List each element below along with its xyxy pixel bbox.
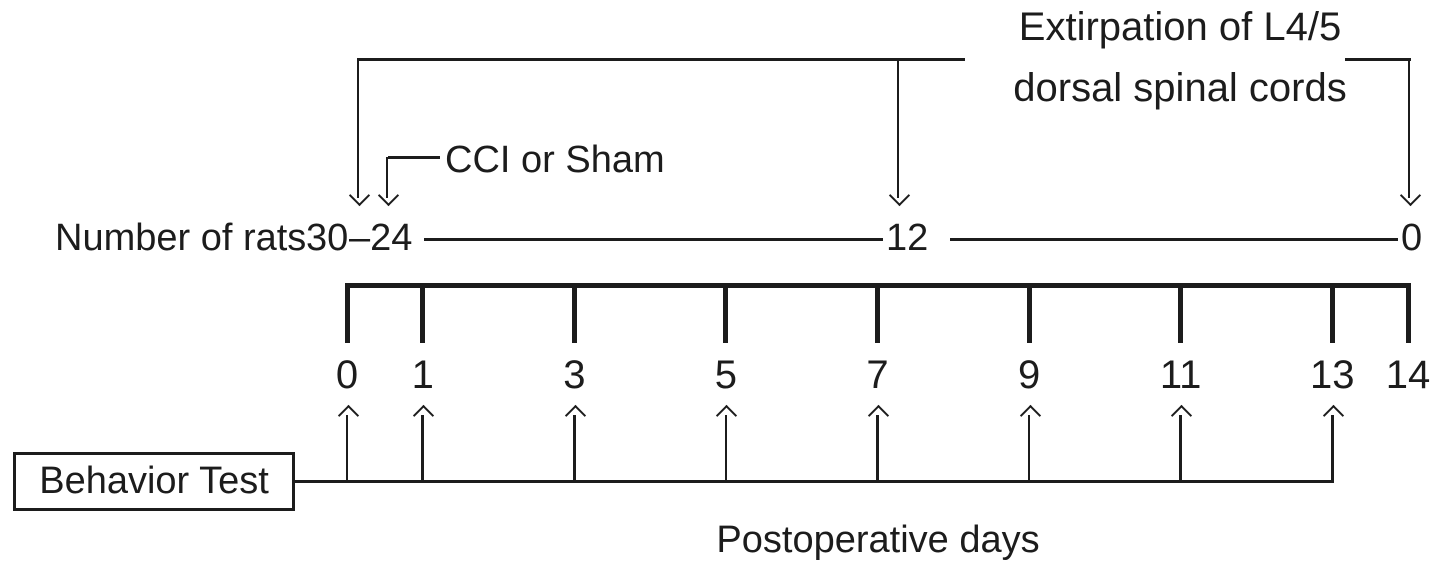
arrow-shaft bbox=[385, 157, 389, 198]
timeline-tick bbox=[1026, 283, 1032, 343]
arrow-shaft bbox=[724, 415, 728, 483]
arrow-head bbox=[1399, 184, 1421, 207]
rats-count-after-first-extirpation: 12 bbox=[886, 217, 929, 259]
timeline-tick bbox=[723, 283, 729, 343]
rats-count-final: 0 bbox=[1401, 217, 1423, 259]
rats-count-after-cci: –24 bbox=[349, 216, 412, 260]
arrow-shaft bbox=[345, 415, 349, 483]
behavior-test-up-arrow-icon bbox=[564, 403, 586, 483]
rats-line-segment-2 bbox=[950, 238, 1398, 241]
cci-elbow-line bbox=[388, 156, 440, 159]
arrow-shaft bbox=[1027, 415, 1031, 483]
extirpation-bracket-line-right bbox=[1345, 58, 1411, 61]
cci-or-sham-label: CCI or Sham bbox=[445, 139, 665, 181]
behavior-test-up-arrow-icon bbox=[337, 403, 359, 483]
behavior-test-up-arrow-icon bbox=[716, 403, 738, 483]
rats-count-initial: 30 bbox=[306, 217, 349, 259]
arrow-shaft bbox=[356, 59, 360, 198]
arrow-head bbox=[1019, 404, 1041, 427]
postoperative-days-caption: Postoperative days bbox=[716, 519, 1040, 561]
number-of-rats-label: Number of rats bbox=[55, 217, 307, 259]
arrow-head bbox=[377, 184, 399, 207]
timeline-tick bbox=[344, 283, 350, 343]
arrow-shaft bbox=[1407, 59, 1411, 198]
arrow-head bbox=[564, 404, 586, 427]
rats-count-after-cci-value: 24 bbox=[370, 217, 413, 259]
timeline-day-label: 3 bbox=[563, 353, 586, 397]
extirpation-mid-down-arrow-icon bbox=[888, 59, 910, 208]
rats-line-segment-1 bbox=[424, 238, 883, 241]
arrow-shaft bbox=[876, 415, 879, 483]
timeline-tick bbox=[1178, 283, 1184, 343]
arrow-head bbox=[867, 404, 890, 427]
extirpation-label-line2: dorsal spinal cords bbox=[1013, 66, 1347, 110]
timeline-tick bbox=[1405, 283, 1411, 343]
timeline-tick bbox=[571, 283, 577, 343]
behavior-test-box: Behavior Test bbox=[13, 452, 295, 511]
timeline-tick bbox=[875, 283, 880, 343]
arrow-shaft bbox=[1179, 415, 1182, 483]
extirpation-start-down-arrow-icon bbox=[348, 59, 370, 208]
timeline-day-label: 5 bbox=[714, 353, 738, 397]
arrow-shaft bbox=[896, 59, 900, 198]
arrow-head bbox=[348, 184, 370, 207]
arrow-head bbox=[716, 404, 738, 427]
arrow-head bbox=[1171, 404, 1193, 427]
behavior-test-connector-line bbox=[294, 480, 1334, 483]
timeline-tick bbox=[1329, 283, 1335, 343]
arrow-head bbox=[337, 404, 359, 427]
arrow-shaft bbox=[573, 415, 576, 483]
extirpation-end-down-arrow-icon bbox=[1399, 59, 1421, 208]
behavior-test-up-arrow-icon bbox=[413, 403, 435, 483]
cci-down-arrow-icon bbox=[377, 157, 399, 208]
behavior-test-up-arrow-icon bbox=[1019, 403, 1041, 483]
behavior-test-label: Behavior Test bbox=[39, 460, 269, 502]
arrow-shaft bbox=[421, 415, 425, 483]
timeline-day-label: 1 bbox=[411, 353, 434, 397]
extirpation-label-line1: Extirpation of L4/5 bbox=[1018, 5, 1342, 49]
arrow-shaft bbox=[1330, 415, 1334, 483]
arrow-head bbox=[413, 404, 435, 427]
timeline-tick bbox=[420, 283, 426, 343]
arrow-head bbox=[888, 184, 910, 207]
arrow-head bbox=[1322, 404, 1344, 427]
timeline-day-label: 0 bbox=[335, 353, 359, 397]
timeline-day-label: 13 bbox=[1309, 353, 1355, 397]
timeline-day-label: 7 bbox=[866, 353, 889, 397]
behavior-test-up-arrow-icon bbox=[867, 403, 890, 483]
behavior-test-up-arrow-icon bbox=[1322, 403, 1344, 483]
rats-separator: – bbox=[349, 217, 371, 259]
timeline-day-label: 9 bbox=[1017, 353, 1041, 397]
timeline-day-label: 11 bbox=[1159, 353, 1202, 397]
extirpation-bracket-line-left bbox=[357, 58, 965, 61]
behavior-test-up-arrow-icon bbox=[1171, 403, 1193, 483]
timeline-day-label: 14 bbox=[1385, 353, 1431, 397]
